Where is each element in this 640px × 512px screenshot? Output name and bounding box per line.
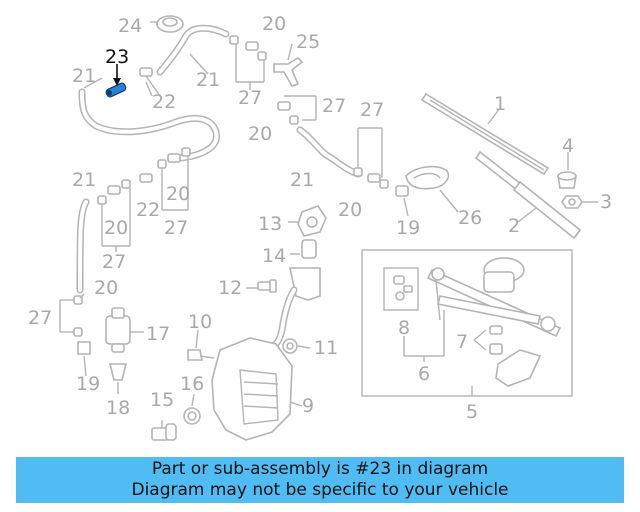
part-22-connector [139,67,161,97]
part-4-cap [557,171,577,189]
callout-19-left: 19 [76,373,100,395]
part-1-wiper-blade [420,92,550,176]
part-10-bolt [187,349,215,361]
callout-4: 4 [562,135,574,157]
part-15-level-sensor [151,423,177,441]
callout-14: 14 [262,245,286,267]
callout-25: 25 [296,31,320,53]
callout-19-right: 19 [396,217,420,239]
washer-hose-diagonal [296,126,362,178]
part-9-washer-reservoir [211,337,293,441]
callout-22-left: 22 [136,199,160,221]
linkage-inset-frame [361,249,573,397]
callout-12: 12 [218,277,242,299]
callout-23-arrowhead [113,78,121,86]
callout-22-top: 22 [152,91,176,113]
callout-8: 8 [398,317,410,339]
wiper-motor [483,257,525,293]
connectors-top-center [229,35,267,90]
callout-20-mid: 20 [248,123,272,145]
callout-27-mid: 27 [322,95,346,117]
connectors-left-cluster [97,147,191,252]
callout-21-mid: 21 [290,169,314,191]
inset-leader-lines [403,310,487,362]
part-2-wiper-arm [474,150,582,240]
washer-hose-loop [78,24,230,162]
connectors-mid [277,95,317,125]
part-6-linkage [426,267,562,338]
part-19-clip-right [395,185,409,197]
callout-27-left: 27 [102,251,126,273]
callout-20-cluster-a: 20 [166,183,190,205]
callout-24: 24 [118,15,142,37]
callout-20-right: 20 [338,199,362,221]
callout-6: 6 [418,363,430,385]
callout-27-top: 27 [238,87,262,109]
callout-23-highlighted: 23 [105,46,129,68]
callout-18: 18 [106,397,130,419]
connectors-lower-left [59,295,91,355]
callout-17: 17 [146,323,170,345]
callout-7: 7 [456,331,468,353]
banner-line-2: Diagram may not be specific to your vehi… [131,480,509,500]
part-24-cap [156,15,184,33]
callout-20-top: 20 [262,13,286,35]
callout-15: 15 [150,389,174,411]
part-7-fasteners [489,325,503,355]
part-17-washer-pump [105,307,131,353]
callout-26: 26 [458,207,482,229]
part-11-grommet [282,338,298,354]
callout-27-cluster: 27 [164,217,188,239]
callout-21-top: 21 [196,69,220,91]
callout-27-right: 27 [360,99,384,121]
callout-10: 10 [188,311,212,333]
callout-1: 1 [494,93,506,115]
callout-16: 16 [180,373,204,395]
linkage-bracket [495,349,542,387]
callout-27-lower: 27 [28,307,52,329]
callout-11: 11 [314,337,338,359]
part-3-nut [561,195,583,209]
part-8-kit-box [383,267,419,311]
callout-20-cluster-b: 20 [104,217,128,239]
callout-9: 9 [302,395,314,417]
callout-5: 5 [466,401,478,423]
part-12-bolt [257,279,277,293]
part-13-filler-bracket [297,205,327,237]
info-banner: Part or sub-assembly is #23 in diagram D… [16,457,624,503]
part-23-nozzle-highlighted [105,82,127,98]
callout-3: 3 [600,191,612,213]
banner-line-1: Part or sub-assembly is #23 in diagram [151,459,489,479]
callout-2: 2 [508,215,520,237]
part-14-filler-cap [301,239,317,259]
callout-13: 13 [258,213,282,235]
part-26-nozzle-body [405,165,450,190]
callout-20-lower: 20 [94,277,118,299]
part-25-y-connector [273,56,304,87]
part-18-grommet [108,363,128,381]
callout-21-left: 21 [72,169,96,191]
callout-21-left-top: 21 [72,65,96,87]
leader-lines [79,21,598,428]
washer-hose-vertical [76,198,90,294]
connectors-right [353,127,389,189]
part-16-grommet [183,407,201,425]
